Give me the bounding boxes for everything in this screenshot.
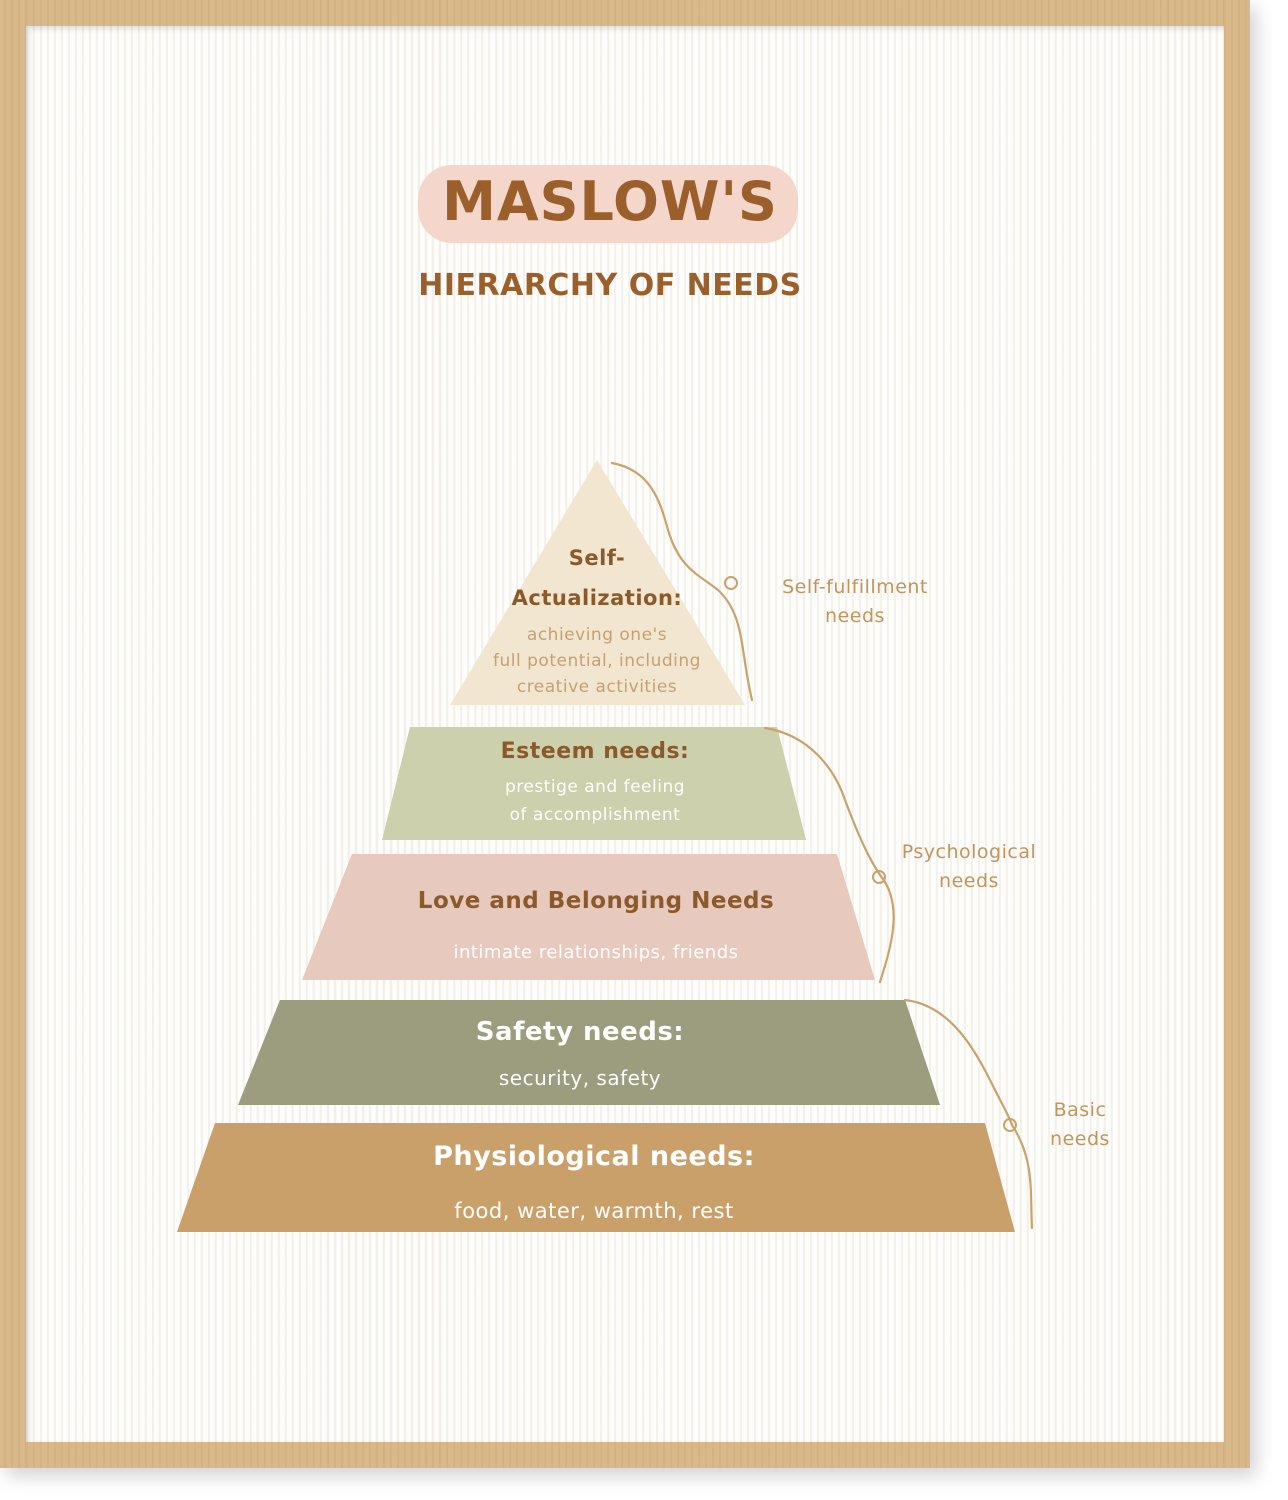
tier-1-heading: Actualization: <box>512 586 683 610</box>
tier-2-description: of accomplishment <box>510 805 681 825</box>
bracket-connector-2 <box>763 726 895 984</box>
tier-1-heading: Self- <box>569 546 626 570</box>
bracket-loop-1 <box>724 576 738 590</box>
bracket-loop-2 <box>872 870 886 884</box>
tier-5-description: food, water, warmth, rest <box>454 1199 733 1223</box>
pyramid-tier-3 <box>302 854 875 980</box>
poster-subtitle: HIERARCHY OF NEEDS <box>418 268 802 303</box>
pyramid-tier-5 <box>177 1123 1015 1232</box>
tier-2-description: prestige and feeling <box>505 777 685 797</box>
tier-3-heading: Love and Belonging Needs <box>418 888 774 914</box>
tier-5-heading: Physiological needs: <box>433 1141 755 1172</box>
poster-title: MASLOW'S <box>442 170 778 233</box>
group-label-1: needs <box>825 605 885 627</box>
pyramid-tier-2 <box>382 727 806 840</box>
pyramid-tier-4 <box>238 1000 940 1105</box>
tier-1-description: full potential, including <box>493 651 701 671</box>
pyramid-tier-1 <box>450 460 745 705</box>
title-highlight <box>418 165 798 243</box>
bracket-loop-3 <box>1003 1118 1017 1132</box>
tier-1-description: achieving one's <box>527 625 667 645</box>
tier-3-description: intimate relationships, friends <box>453 942 738 963</box>
tier-4-description: security, safety <box>499 1066 661 1090</box>
tier-4-heading: Safety needs: <box>476 1017 684 1047</box>
bracket-connector-1 <box>610 461 754 702</box>
group-label-3: needs <box>1050 1128 1110 1150</box>
group-label-3: Basic <box>1054 1099 1107 1121</box>
group-label-1: Self-fulfillment <box>782 576 928 598</box>
tier-1-description: creative activities <box>517 677 677 697</box>
bracket-connector-3 <box>903 998 1034 1230</box>
group-label-2: Psychological <box>902 841 1037 863</box>
tier-2-heading: Esteem needs: <box>501 739 690 764</box>
group-label-2: needs <box>939 870 999 892</box>
